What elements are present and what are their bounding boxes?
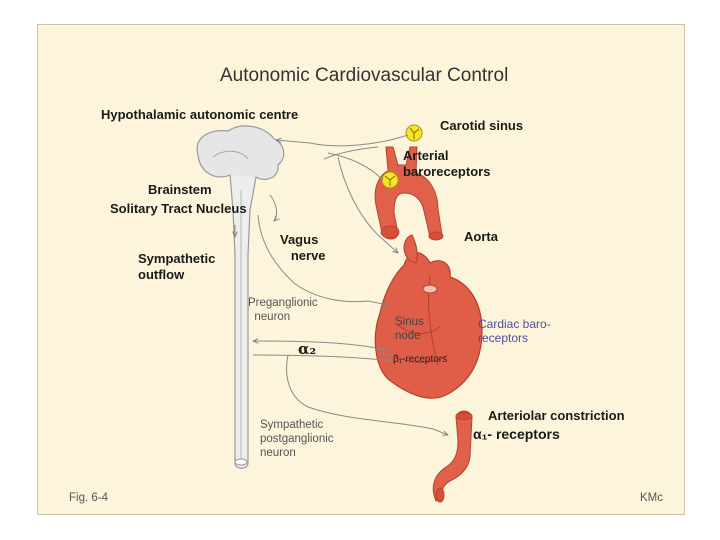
label-brainstem: Brainstem	[148, 182, 212, 197]
label-beta-receptors: β₁-receptors	[393, 354, 448, 365]
brain-shape	[196, 125, 285, 182]
label-carotid-sinus: Carotid sinus	[440, 118, 524, 133]
label-sympathetic-outflow: Sympathetic outflow	[138, 251, 216, 282]
carotid-receptor-icon	[405, 124, 423, 142]
label-hypothalamic: Hypothalamic autonomic centre	[101, 107, 299, 122]
aorta-shape	[374, 146, 444, 241]
spinal-cord	[229, 174, 257, 469]
label-preganglionic: Preganglionic neuron	[248, 297, 318, 323]
author-initials: KMc	[640, 492, 663, 504]
diagram-graphic	[196, 124, 483, 503]
label-arterial-baroreceptors: Arterial baroreceptors	[403, 148, 491, 179]
page-title: Autonomic Cardiovascular Control	[220, 65, 509, 86]
label-cardiac-baroreceptors: Cardiac baro- receptors	[478, 317, 551, 346]
label-aorta: Aorta	[464, 229, 498, 244]
label-sinus-node: Sinus node	[395, 316, 424, 342]
label-arteriolar-constriction: Arteriolar constriction	[488, 408, 625, 423]
label-sympathetic-postganglionic: Sympathetic postganglionic neuron	[260, 419, 334, 459]
aortic-receptor-icon	[381, 171, 399, 189]
heart-shape	[374, 234, 483, 399]
slide: Autonomic Cardiovascular Control Hypotha…	[37, 24, 685, 515]
arteriole-shape	[432, 410, 473, 503]
figure-number: Fig. 6-4	[69, 492, 108, 504]
nerve-paths	[235, 134, 448, 435]
label-alpha1-receptors: α₁- receptors	[473, 426, 560, 442]
label-vagus-nerve: Vagus nerve	[280, 232, 326, 263]
label-alpha2: α₂	[298, 340, 317, 358]
label-solitary-tract: Solitary Tract Nucleus	[110, 201, 247, 216]
